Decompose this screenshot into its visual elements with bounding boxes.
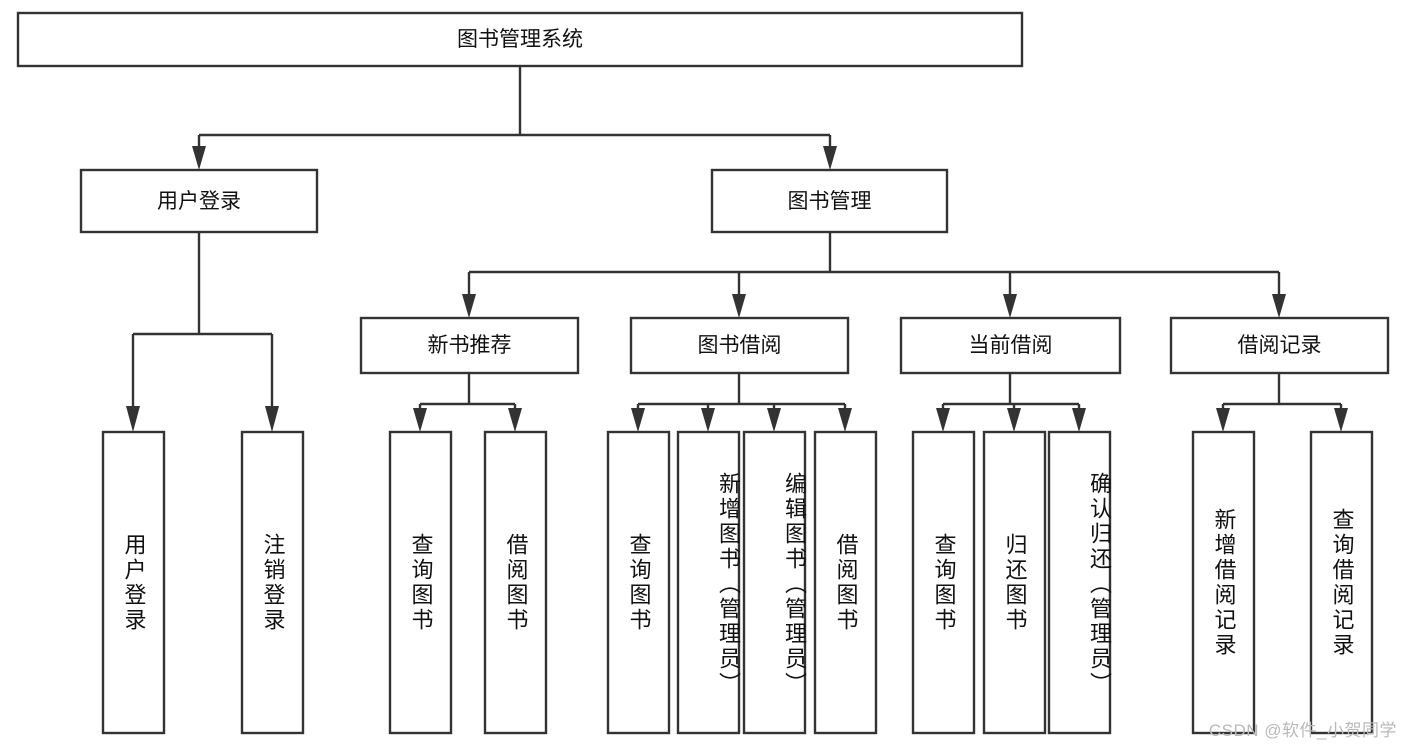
watermark-text: CSDN @软件_小贺同学 [1208, 721, 1397, 740]
arrowhead-leaf-logout [265, 406, 279, 432]
node-box-leaf-12[interactable] [1309, 430, 1374, 735]
arrowhead-book-manage [823, 146, 837, 170]
node-box-leaf-10[interactable] [1047, 430, 1112, 735]
arrowhead-nbr-leaf1 [413, 408, 427, 432]
node-box-book-borrow[interactable] [629, 316, 850, 375]
connectors-book-borrow-to-leaves [631, 373, 852, 432]
arrowhead-br-leaf2 [1334, 408, 1348, 432]
node-box-borrow-record[interactable] [1169, 316, 1390, 375]
arrowhead-bb-leaf3 [767, 408, 781, 432]
node-box-leaf-6[interactable] [742, 430, 807, 735]
node-box-leaf-8[interactable] [911, 430, 976, 735]
node-box-user-login[interactable] [79, 168, 319, 234]
connectors-book-manage-to-level3 [462, 232, 1286, 318]
node-box-new-book-rec[interactable] [359, 316, 580, 375]
connectors-new-book-rec-to-leaves [413, 373, 522, 432]
node-box-leaf-1[interactable] [240, 430, 305, 735]
arrowhead-cb-leaf2 [1007, 408, 1021, 432]
node-box-leaf-11[interactable] [1191, 430, 1256, 735]
connectors-root-to-level2 [192, 66, 837, 170]
node-box-current-borrow[interactable] [899, 316, 1122, 375]
arrowhead-br-leaf1 [1216, 408, 1230, 432]
node-box-book-manage[interactable] [710, 168, 949, 234]
arrowhead-cb-leaf3 [1072, 408, 1086, 432]
node-box-leaf-2[interactable] [388, 430, 453, 735]
node-box-leaf-7[interactable] [813, 430, 878, 735]
arrowhead-leaf-user-login [126, 406, 140, 432]
arrowhead-bb-leaf4 [838, 408, 852, 432]
arrowhead-bb-leaf2 [701, 408, 715, 432]
node-box-root[interactable] [16, 11, 1024, 68]
arrowhead-current-borrow [1003, 294, 1017, 318]
node-box-leaf-3[interactable] [483, 430, 548, 735]
arrowhead-book-borrow [732, 294, 746, 318]
arrowhead-nbr-leaf2 [508, 408, 522, 432]
connectors-user-login-to-leaves [126, 232, 279, 432]
arrowhead-cb-leaf1 [936, 408, 950, 432]
arrowhead-user-login [192, 146, 206, 170]
node-box-leaf-4[interactable] [606, 430, 671, 735]
arrowhead-borrow-record [1272, 294, 1286, 318]
node-box-leaf-0[interactable] [101, 430, 166, 735]
node-box-leaf-9[interactable] [982, 430, 1047, 735]
node-box-leaf-5[interactable] [676, 430, 741, 735]
connectors-current-borrow-to-leaves [936, 373, 1086, 432]
arrowhead-new-book-rec [462, 294, 476, 318]
connectors-borrow-record-to-leaves [1216, 373, 1348, 432]
arrowhead-bb-leaf1 [631, 408, 645, 432]
